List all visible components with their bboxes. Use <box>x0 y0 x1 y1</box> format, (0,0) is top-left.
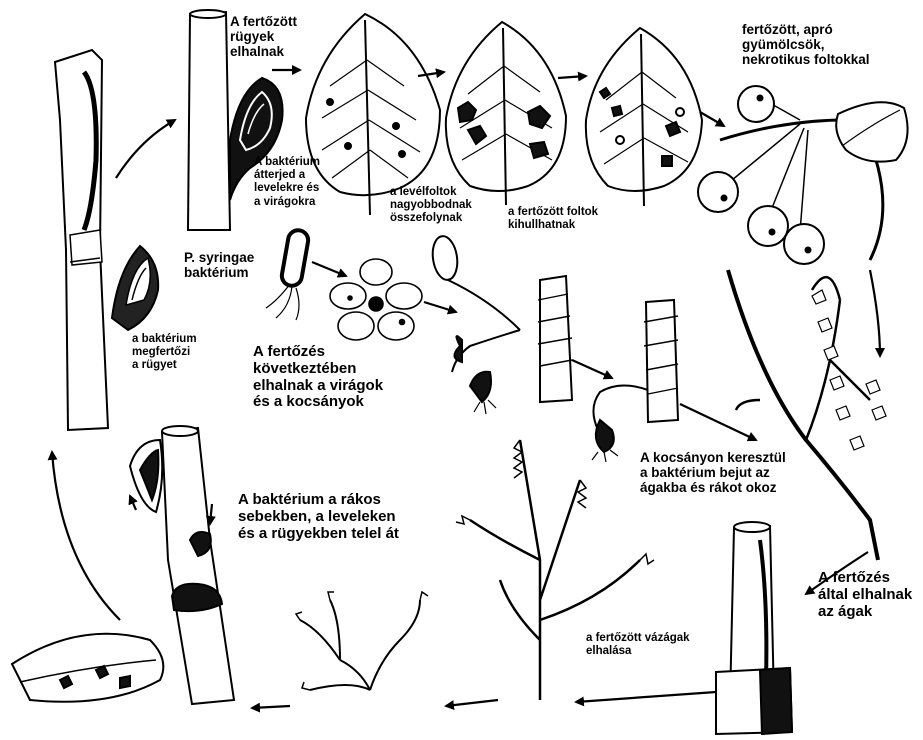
dead-blossom-icon <box>592 300 678 462</box>
label-spots-fall-out: a fertőzött foltok kihullhatnak <box>508 206 598 232</box>
label-enters-branches: A kocsányon keresztül a baktérium bejut … <box>640 450 786 495</box>
label-flowers-die: A fertőzés következtében elhalnak a virá… <box>253 344 383 411</box>
label-leaf-spots-merge: a levélfoltok nagyobbodnak összefolynak <box>390 186 472 226</box>
arrow-fruits-to-branch <box>870 270 880 356</box>
label-bud-infection: a baktérium megfertőzi a rügyet <box>132 333 197 373</box>
label-pathogen-name: P. syringae baktérium <box>184 250 254 280</box>
wilted-blossom-icon <box>430 235 572 414</box>
arrow-leaf2-to-leaf3 <box>558 76 586 78</box>
label-branches-die: A fertőzés által elhalnak az ágak <box>818 570 912 620</box>
arrow-bacterium-to-flower <box>312 262 346 276</box>
label-buds-die: A fertőzött rügyek elhalnak <box>230 14 297 59</box>
dead-scaffold-tree-icon <box>456 440 654 700</box>
twig-with-bud-icon <box>55 50 158 430</box>
arrow-cut-to-scaffold <box>576 692 716 702</box>
arrow-leaf3-to-fruits <box>700 112 724 126</box>
cherry-fruits-icon <box>698 86 908 264</box>
flower-icon <box>330 259 422 340</box>
leaf-fragment-icon <box>12 634 163 702</box>
arrow-twig1-to-twig2 <box>116 120 175 178</box>
spotted-leaf-icon <box>446 22 566 205</box>
dead-branch-icon <box>728 270 886 560</box>
label-scaffold-branches-die: a fertőzött vázágak elhalása <box>586 632 690 658</box>
arrow-scaffold-to-bush <box>446 700 498 706</box>
arrow-bush-to-twig <box>252 706 290 708</box>
arrow-dead-blossom-to-branch <box>680 404 756 440</box>
arrow-twig-to-twig1 <box>52 452 120 620</box>
bush-icon <box>296 592 428 690</box>
shothole-leaf-icon <box>586 28 702 206</box>
bacterium-cell-icon <box>266 229 310 320</box>
arrow-blossom-to-dead-blossom <box>572 360 612 378</box>
arrow-flower-to-blossom <box>424 302 456 312</box>
label-overwinters: A baktérium a rákos sebekben, a leveleke… <box>238 492 399 542</box>
label-infected-fruits: fertőzött, apró gyümölcsök, nekrotikus f… <box>742 22 870 67</box>
label-bacteria-spreads: A baktérium átterjed a levelekre és a vi… <box>254 156 320 209</box>
arrow-pointer-canker <box>210 504 212 524</box>
cut-branch-icon <box>716 522 792 734</box>
healthy-leaf-icon <box>306 14 440 215</box>
arrow-pointer-bud <box>130 496 136 510</box>
